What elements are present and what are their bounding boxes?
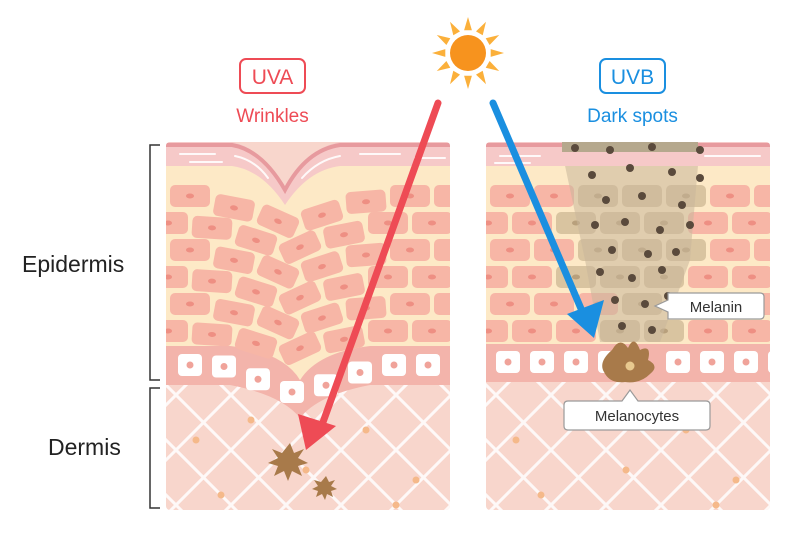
melanin-granules bbox=[571, 143, 704, 334]
melanin-callout: Melanin bbox=[653, 292, 765, 320]
dermis-label: Dermis bbox=[48, 434, 121, 460]
uva-ray-arrow bbox=[298, 99, 442, 450]
uvb-badge-label: UVB bbox=[611, 66, 654, 89]
basal-layer bbox=[166, 345, 450, 418]
uvb-ray-arrow bbox=[489, 99, 604, 338]
sun-icon bbox=[432, 17, 504, 89]
epidermis-cells bbox=[166, 185, 450, 366]
uva-badge bbox=[239, 58, 306, 94]
uva-effect-label: Wrinkles bbox=[236, 106, 309, 127]
uvb-heading: UVB Dark spots bbox=[587, 58, 678, 127]
uvb-badge bbox=[599, 58, 666, 94]
dermis-dots bbox=[192, 416, 420, 509]
melanocytes-label: Melanocytes bbox=[595, 408, 679, 425]
epidermis-bracket bbox=[149, 144, 160, 381]
dermis-bracket bbox=[149, 387, 160, 509]
uvb-effect-label: Dark spots bbox=[587, 106, 678, 127]
damaged-collagen-icon bbox=[268, 443, 337, 500]
pigmented-column bbox=[560, 142, 700, 342]
uva-heading: UVA Wrinkles bbox=[236, 58, 309, 127]
melanocytes-callout: Melanocytes bbox=[563, 388, 711, 431]
uva-badge-label: UVA bbox=[252, 66, 294, 89]
epidermis-label: Epidermis bbox=[22, 251, 124, 277]
melanin-label: Melanin bbox=[690, 299, 743, 316]
surface-layer bbox=[166, 142, 450, 205]
